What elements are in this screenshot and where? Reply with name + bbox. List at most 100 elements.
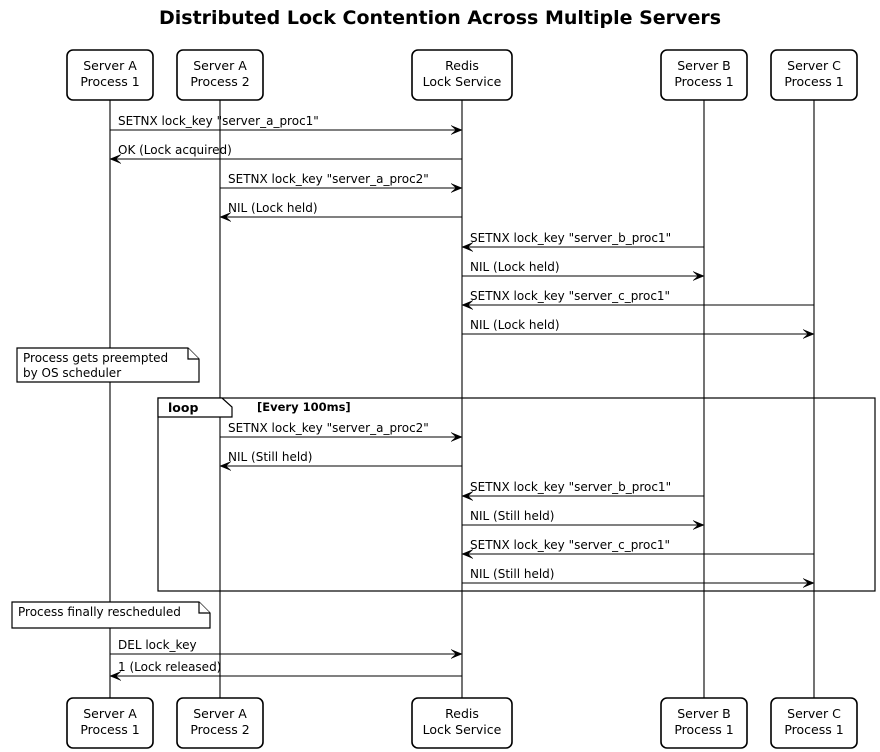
message-label: SETNX lock_key "server_a_proc1" (118, 114, 319, 128)
participant-box (66, 697, 154, 749)
message-1[interactable]: SETNX lock_key "server_a_proc1" (110, 114, 463, 135)
participant-label-line2: Process 2 (190, 74, 249, 89)
message-label: DEL lock_key (118, 638, 197, 652)
message-arrowhead (109, 671, 122, 681)
message-arrowhead (219, 461, 232, 471)
message-arrowhead (461, 549, 474, 559)
message-13[interactable]: SETNX lock_key "server_c_proc1" (461, 538, 814, 559)
participant-label-line2: Process 1 (674, 722, 733, 737)
message-label: SETNX lock_key "server_c_proc1" (470, 289, 670, 303)
participant-label-line1: Server C (787, 58, 841, 73)
message-2[interactable]: OK (Lock acquired) (109, 143, 462, 164)
participant-box (770, 49, 858, 101)
message-arrowhead (802, 578, 815, 588)
message-arrowhead (692, 520, 705, 530)
participant-box (411, 49, 513, 101)
message-arrowhead (461, 491, 474, 501)
message-label: SETNX lock_key "server_c_proc1" (470, 538, 670, 552)
participant-label-line2: Process 1 (80, 722, 139, 737)
message-5[interactable]: SETNX lock_key "server_b_proc1" (461, 231, 704, 252)
message-label: SETNX lock_key "server_a_proc2" (228, 172, 429, 186)
message-label: SETNX lock_key "server_b_proc1" (470, 231, 671, 245)
participant-label-line2: Process 1 (784, 74, 843, 89)
participant-label-line2: Process 1 (674, 74, 733, 89)
message-label: NIL (Lock held) (470, 260, 560, 274)
message-11[interactable]: SETNX lock_key "server_b_proc1" (461, 480, 704, 501)
lifelines-layer (109, 100, 815, 698)
participant-label-line1: Server B (677, 58, 731, 73)
message-arrowhead (450, 183, 463, 193)
message-arrowhead (450, 649, 463, 659)
message-label: SETNX lock_key "server_a_proc2" (228, 421, 429, 435)
participant-label-line2: Process 2 (190, 722, 249, 737)
participant-label-line2: Lock Service (423, 74, 502, 89)
message-label: NIL (Still held) (470, 567, 554, 581)
participant-label-line2: Process 1 (80, 74, 139, 89)
message-label: 1 (Lock released) (118, 660, 221, 674)
message-label: NIL (Lock held) (228, 201, 318, 215)
fragment-operator-tab (157, 397, 233, 418)
participant-label-line1: Redis (445, 58, 479, 73)
fragment-loop-poll: loop[Every 100ms] (157, 397, 876, 592)
message-8[interactable]: NIL (Lock held) (462, 318, 815, 339)
message-label: SETNX lock_key "server_b_proc1" (470, 480, 671, 494)
message-9[interactable]: SETNX lock_key "server_a_proc2" (220, 421, 463, 442)
message-6[interactable]: NIL (Lock held) (462, 260, 705, 281)
message-label: OK (Lock acquired) (118, 143, 232, 157)
note-body (11, 601, 211, 629)
participant-label-line1: Server A (193, 706, 247, 721)
fragment-operator-label: loop (168, 400, 198, 415)
message-3[interactable]: SETNX lock_key "server_a_proc2" (220, 172, 463, 193)
participant-label-line2: Lock Service (423, 722, 502, 737)
note-fold-corner (187, 348, 199, 360)
message-arrowhead (450, 125, 463, 135)
note-line: Process gets preempted (23, 351, 168, 365)
message-label: NIL (Still held) (228, 450, 312, 464)
participant-box (660, 49, 748, 101)
message-14[interactable]: NIL (Still held) (462, 567, 815, 588)
message-7[interactable]: SETNX lock_key "server_c_proc1" (461, 289, 814, 310)
participant-box (176, 49, 264, 101)
messages-layer: SETNX lock_key "server_a_proc1" OK (Lock … (109, 114, 815, 681)
participant-box (411, 697, 513, 749)
note-fold-corner (198, 602, 210, 614)
message-15[interactable]: DEL lock_key (110, 638, 463, 659)
message-12[interactable]: NIL (Still held) (462, 509, 705, 530)
message-arrowhead (450, 432, 463, 442)
participant-label-line1: Server A (83, 706, 137, 721)
fragment-border (157, 397, 876, 592)
message-arrowhead (461, 300, 474, 310)
note-rescheduled: Process finally rescheduled (11, 601, 211, 629)
page-title: Distributed Lock Contention Across Multi… (159, 7, 721, 29)
participant-label-line1: Redis (445, 706, 479, 721)
message-4[interactable]: NIL (Lock held) (219, 201, 462, 222)
message-arrowhead (109, 154, 122, 164)
participant-label-line1: Server B (677, 706, 731, 721)
message-16[interactable]: 1 (Lock released) (109, 660, 462, 681)
participant-label-line1: Server A (83, 58, 137, 73)
participant-box (176, 697, 264, 749)
participant-box (660, 697, 748, 749)
message-label: NIL (Lock held) (470, 318, 560, 332)
message-10[interactable]: NIL (Still held) (219, 450, 462, 471)
participant-box (770, 697, 858, 749)
message-arrowhead (219, 212, 232, 222)
fragments-layer: loop[Every 100ms] (157, 397, 876, 592)
participant-label-line1: Server C (787, 706, 841, 721)
message-arrowhead (692, 271, 705, 281)
